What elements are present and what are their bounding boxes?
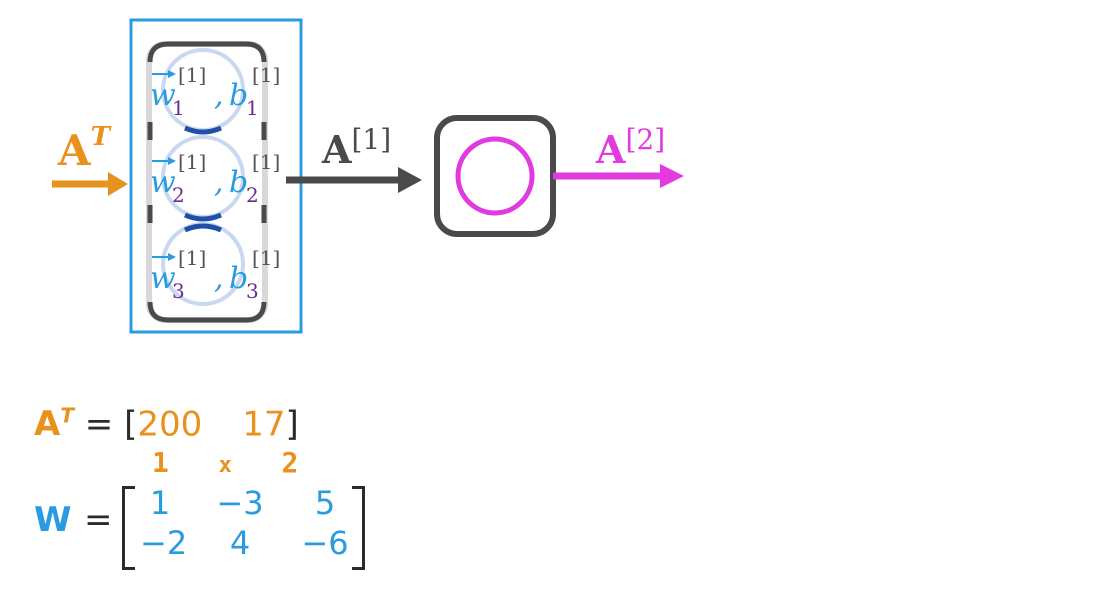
at-left-bracket: [ xyxy=(124,404,138,445)
svg-text:3: 3 xyxy=(246,279,259,303)
svg-text:[1]: [1] xyxy=(178,63,206,87)
hidden-layer xyxy=(146,41,268,323)
layer-highlight-box xyxy=(129,18,303,334)
input-label: AT xyxy=(57,122,112,175)
neuron-link-arc xyxy=(183,223,223,233)
w-left-bracket xyxy=(122,486,135,570)
hidden-output-arrow xyxy=(286,167,422,193)
svg-text:[1]: [1] xyxy=(178,246,206,270)
w-lhs: W xyxy=(34,500,72,540)
svg-text:,: , xyxy=(214,165,224,200)
hidden-output-label: A[1] xyxy=(321,123,391,172)
svg-text:3: 3 xyxy=(172,279,185,303)
svg-text:2: 2 xyxy=(172,183,185,207)
svg-text:b: b xyxy=(229,78,248,113)
output-neuron-circle xyxy=(455,136,535,216)
at-lhs: AT xyxy=(34,404,74,445)
svg-text:,: , xyxy=(214,261,224,296)
svg-text:2: 2 xyxy=(246,183,259,207)
svg-text:w: w xyxy=(150,261,176,296)
svg-text:1: 1 xyxy=(246,96,259,120)
svg-text:[1]: [1] xyxy=(252,246,280,270)
w-cell-1-2: −3 xyxy=(216,484,264,522)
w-cell-1-3: 5 xyxy=(314,484,336,522)
w-right-bracket xyxy=(352,486,365,570)
svg-text:[1]: [1] xyxy=(252,150,280,174)
output-layer-box xyxy=(434,115,556,237)
at-dim-times: x xyxy=(218,453,232,478)
at-equals: = xyxy=(84,404,114,445)
svg-text:1: 1 xyxy=(172,96,185,120)
at-value-2: 17 xyxy=(242,404,286,445)
svg-text:[1]: [1] xyxy=(252,63,280,87)
neuron-link-arc xyxy=(183,212,223,222)
neuron-link-arc xyxy=(183,125,223,135)
w-matrix-row-2: −2 4 −6 xyxy=(140,524,350,564)
at-right-bracket: ] xyxy=(285,404,299,445)
at-dim-cols: 2 xyxy=(281,446,299,479)
neuron-2-params: w 2 [1] , b 2 [1] xyxy=(150,150,280,207)
neuron-3-params: w 3 [1] , b 3 [1] xyxy=(150,246,280,303)
w-cell-2-3: −6 xyxy=(301,524,349,562)
svg-text:,: , xyxy=(214,78,224,113)
at-formula: AT = [200 17] xyxy=(34,404,299,444)
w-matrix: 1 −3 5 −2 4 −6 xyxy=(140,484,350,564)
svg-text:[1]: [1] xyxy=(178,150,206,174)
svg-text:b: b xyxy=(229,165,248,200)
input-arrow xyxy=(52,172,128,196)
at-dimensions: 1 x 2 xyxy=(152,446,298,479)
w-cell-2-1: −2 xyxy=(140,524,188,562)
final-output-label: A[2] xyxy=(595,123,665,172)
w-matrix-row-1: 1 −3 5 xyxy=(140,484,350,524)
svg-text:w: w xyxy=(150,78,176,113)
w-equals: = xyxy=(84,500,113,540)
final-output-arrow xyxy=(553,164,684,188)
neuron-1-params: w 1 [1] , b 1 [1] xyxy=(150,63,280,120)
svg-text:b: b xyxy=(229,261,248,296)
w-cell-2-2: 4 xyxy=(229,524,251,562)
w-cell-1-1: 1 xyxy=(149,484,171,522)
at-value-1: 200 xyxy=(137,404,203,445)
svg-text:w: w xyxy=(150,165,176,200)
at-dim-rows: 1 xyxy=(152,446,169,479)
